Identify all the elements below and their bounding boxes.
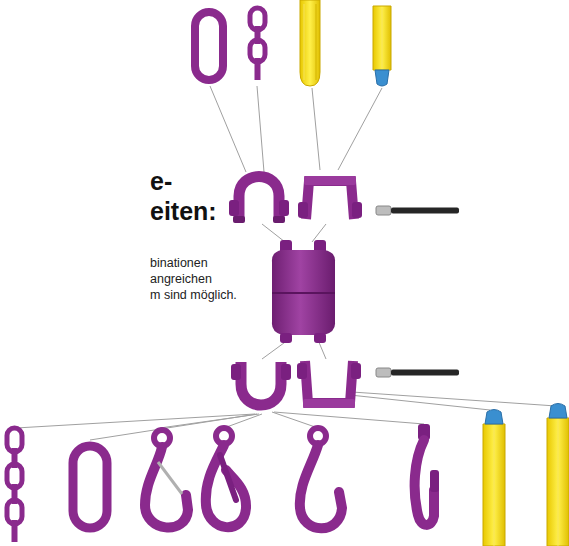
clevis-hook [300,428,342,528]
bolt-pin [376,368,459,377]
master-link [73,446,107,528]
note-text: m sind möglich. [150,288,237,302]
flat-sling [547,404,569,546]
note-box: m sind möglich. [150,288,237,302]
chain [250,8,265,80]
note-box: binationen [150,256,208,270]
flat-sling [483,410,505,546]
swivel [272,240,335,343]
note-box: angreichen [150,272,212,286]
master-link [195,12,223,80]
bolt-pin [376,206,459,215]
grab-hook [415,424,439,525]
note-text: angreichen [150,272,212,286]
eye-hook [145,430,188,528]
coupling-link [298,176,362,219]
flat-sling [373,6,391,86]
connecting-link [231,362,291,405]
safety-hook [206,428,246,527]
connecting-link [229,177,289,224]
coupling-link [297,361,361,408]
round-sling [300,0,320,86]
chain [7,428,22,542]
heading: e- eiten: [150,166,232,226]
heading-box: e- eiten: [150,166,232,226]
leader-lines [16,86,556,440]
note-text: binationen [150,256,208,270]
